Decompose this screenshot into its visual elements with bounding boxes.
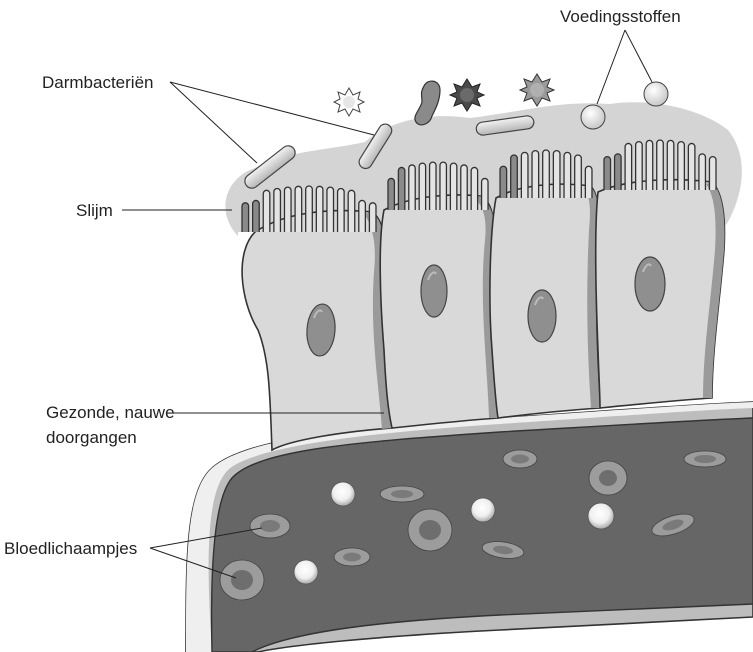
epithelial-cell xyxy=(242,211,392,450)
microvillus xyxy=(253,200,260,232)
microvillus xyxy=(440,162,446,210)
microvillus xyxy=(242,203,249,232)
microvillus xyxy=(327,187,334,232)
microvillus xyxy=(359,200,366,232)
microvillus xyxy=(419,163,425,210)
microvillus xyxy=(500,166,507,198)
spiky-bacterium xyxy=(520,74,554,106)
nutrient-particle xyxy=(644,82,668,106)
microvillus xyxy=(511,155,518,198)
white-blood-cell xyxy=(331,482,355,506)
red-blood-cell xyxy=(220,560,264,600)
spiky-bacterium xyxy=(450,79,484,111)
epithelial-cell xyxy=(490,184,600,418)
microvillus xyxy=(521,152,528,198)
label-gut-bacteria: Darmbacteriën xyxy=(42,73,154,92)
white-blood-cell xyxy=(294,560,318,584)
white-blood-cell xyxy=(471,498,495,522)
label-junctions-line1: Gezonde, nauwe xyxy=(46,403,175,422)
label-nutrients: Voedingsstoffen xyxy=(560,7,681,26)
epithelial-cell xyxy=(380,195,498,428)
microvillus xyxy=(295,186,302,232)
microvillus xyxy=(482,178,488,210)
red-blood-cell xyxy=(684,451,726,467)
microvillus xyxy=(284,187,291,232)
red-blood-cell xyxy=(334,548,370,566)
microvillus xyxy=(369,203,376,232)
epithelial-cell xyxy=(596,180,725,408)
microvillus xyxy=(585,166,592,198)
red-blood-cell xyxy=(589,461,627,495)
label-junctions-line2: doorgangen xyxy=(46,428,137,447)
spiky-bacterium xyxy=(334,88,364,116)
microvillus xyxy=(709,157,716,190)
microvillus xyxy=(615,154,622,190)
microvillus xyxy=(306,186,313,232)
microvillus xyxy=(450,163,456,210)
microvillus xyxy=(316,186,323,232)
red-blood-cell xyxy=(408,509,452,551)
nutrient-particle xyxy=(581,105,605,129)
microvillus xyxy=(553,151,560,198)
microvillus xyxy=(564,152,571,198)
microvillus xyxy=(532,151,539,198)
label-blood-cells: Bloedlichaampjes xyxy=(4,539,137,558)
microvillus xyxy=(604,157,611,190)
microvillus xyxy=(388,178,394,210)
red-blood-cell xyxy=(380,486,424,502)
microvillus xyxy=(338,189,345,232)
microvillus xyxy=(646,140,653,190)
microvillus xyxy=(461,165,467,210)
microvillus xyxy=(263,190,270,232)
microvillus xyxy=(430,162,436,210)
microvillus xyxy=(543,150,550,198)
microvillus xyxy=(398,167,404,210)
microvillus xyxy=(699,154,706,190)
microvillus xyxy=(636,142,643,190)
microvillus xyxy=(274,189,281,232)
microvillus xyxy=(667,140,674,190)
microvillus xyxy=(348,190,355,232)
microvillus xyxy=(471,167,477,210)
microvillus xyxy=(575,155,582,198)
red-blood-cell xyxy=(250,514,290,538)
red-blood-cell xyxy=(503,450,537,468)
microvillus xyxy=(688,143,695,190)
label-mucus: Slijm xyxy=(76,201,113,220)
white-blood-cell xyxy=(588,503,614,529)
microvillus xyxy=(625,143,632,190)
microvillus xyxy=(678,142,685,190)
microvillus xyxy=(409,165,415,210)
microvillus xyxy=(657,140,664,190)
